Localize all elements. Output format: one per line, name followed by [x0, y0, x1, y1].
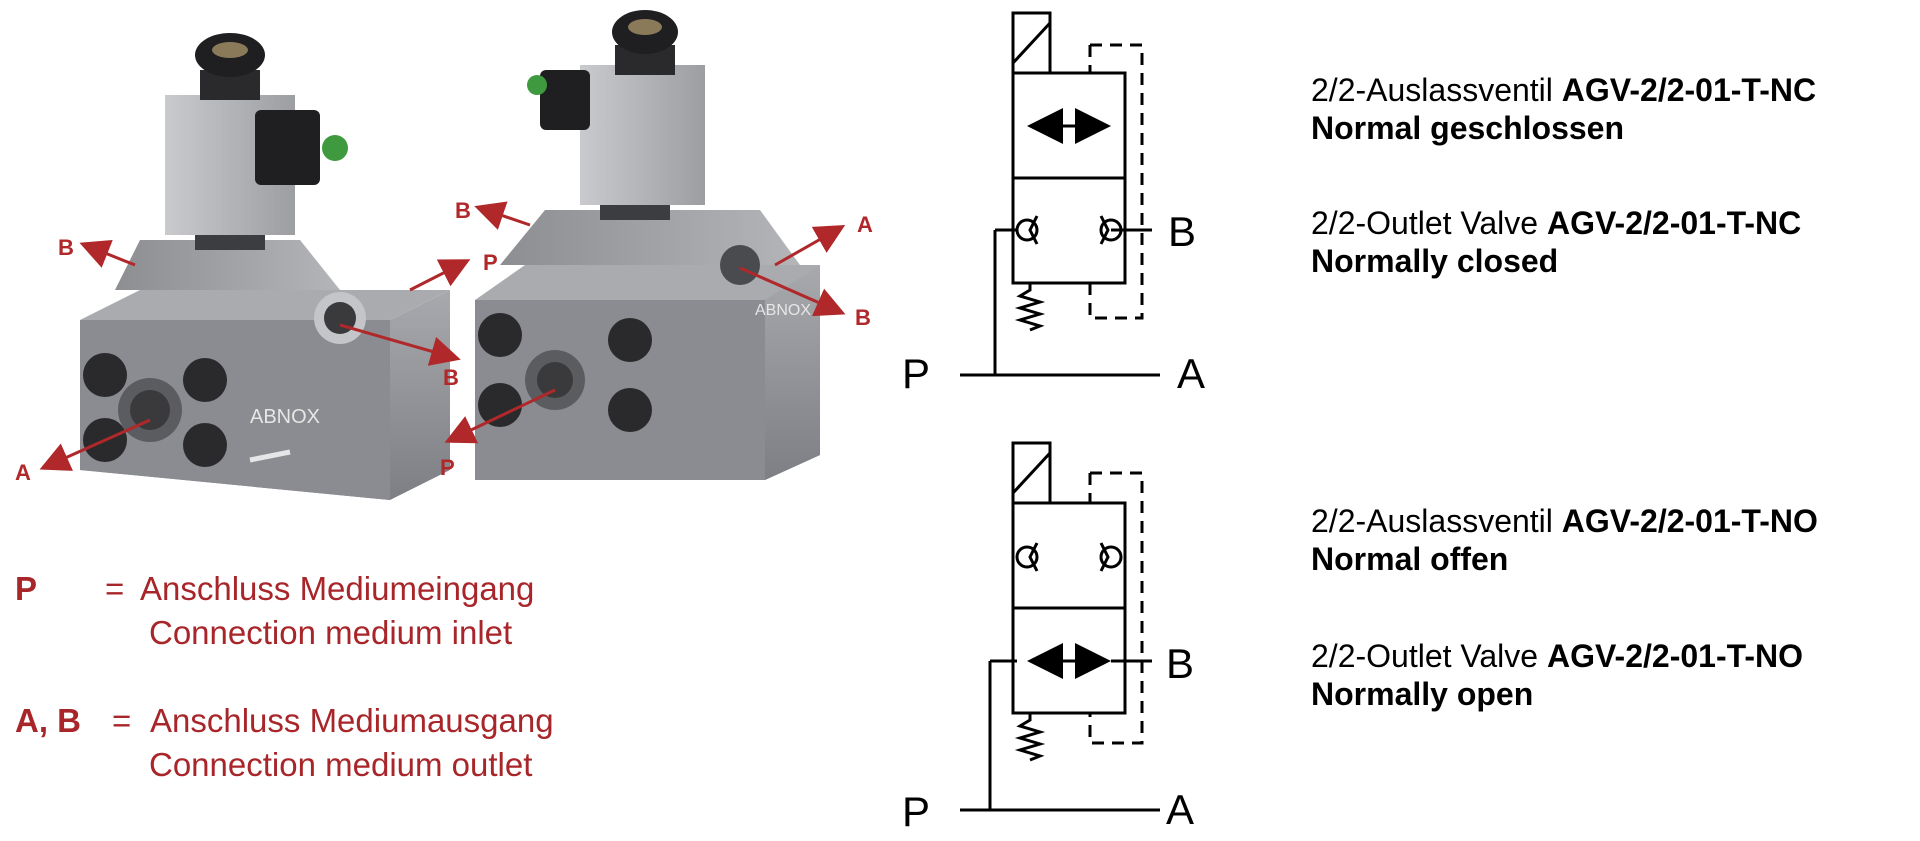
desc-nc-de: 2/2-Auslassventil AGV-2/2-01-T-NC Normal… [1311, 71, 1816, 147]
port-label-a-left: A [15, 460, 31, 485]
valve-schematics [960, 11, 1160, 812]
legend-key-p: P [15, 570, 38, 607]
schematic-no-port-b: B [1166, 640, 1195, 687]
desc-no-de-prefix: 2/2-Auslassventil [1311, 503, 1553, 539]
valve-product-illustration: ABNOX ABNOX [39, 10, 846, 500]
schematic-nc-port-p: P [902, 350, 931, 397]
legend-outlet: A, B = Anschluss Mediumausgang Connection … [15, 700, 715, 790]
desc-nc-en-model: AGV-2/2-01-T-NC [1546, 205, 1802, 241]
legend-ab-de: Anschluss Mediumausgang [150, 702, 554, 739]
port-label-b-right-lower: B [855, 305, 871, 330]
schematic-no-port-p: P [902, 788, 931, 835]
schematic-normally-open [960, 441, 1160, 812]
legend-key-ab: A, B [15, 702, 81, 739]
schematic-nc-port-b: B [1168, 208, 1197, 255]
desc-no-en: 2/2-Outlet Valve AGV-2/2-01-T-NO Normall… [1311, 637, 1803, 713]
legend-eq: = [105, 570, 125, 607]
schematic-nc-port-a: A [1177, 350, 1206, 397]
legend-eq: = [112, 702, 132, 739]
legend-ab-en: Connection medium outlet [149, 746, 533, 783]
desc-nc-de-state: Normal geschlossen [1311, 110, 1624, 146]
port-label-p-left: P [483, 250, 498, 275]
desc-nc-de-model: AGV-2/2-01-T-NC [1561, 72, 1817, 108]
desc-nc-de-prefix: 2/2-Auslassventil [1311, 72, 1553, 108]
flow-arrows [39, 201, 846, 471]
desc-nc-en: 2/2-Outlet Valve AGV-2/2-01-T-NC Normall… [1311, 204, 1801, 280]
valve-right: ABNOX [475, 10, 820, 480]
port-label-p-right: P [440, 455, 455, 480]
legend-inlet: P = Anschluss Mediumeingang Connection med… [15, 568, 715, 658]
schematic-no-port-a: A [1166, 786, 1195, 833]
port-label-b-right: B [455, 198, 471, 223]
abnox-logo-right: ABNOX [755, 302, 811, 319]
legend-p-de: Anschluss Mediumeingang [140, 570, 535, 607]
abnox-logo-left: ABNOX [250, 406, 320, 428]
port-label-b-left-lower: B [443, 365, 459, 390]
desc-no-en-state: Normally open [1311, 676, 1534, 712]
desc-nc-en-prefix: 2/2-Outlet Valve [1311, 205, 1539, 241]
port-label-a-right: A [857, 212, 873, 237]
desc-no-en-model: AGV-2/2-01-T-NO [1546, 638, 1804, 674]
desc-no-de-state: Normal offen [1311, 541, 1509, 577]
desc-no-de-model: AGV-2/2-01-T-NO [1561, 503, 1818, 539]
schematic-normally-closed [960, 11, 1160, 377]
desc-nc-en-state: Normally closed [1311, 243, 1559, 279]
desc-no-de: 2/2-Auslassventil AGV-2/2-01-T-NO Normal… [1311, 502, 1818, 578]
desc-no-en-prefix: 2/2-Outlet Valve [1311, 638, 1539, 674]
legend-p-en: Connection medium inlet [149, 614, 513, 651]
valve-left: ABNOX [80, 33, 450, 500]
port-label-b-left: B [58, 235, 74, 260]
